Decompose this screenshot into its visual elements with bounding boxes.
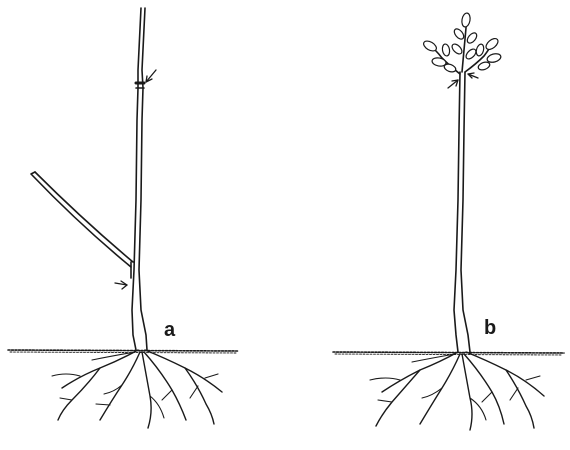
root-system-b	[370, 352, 544, 430]
ground-line-b	[333, 352, 564, 355]
root-system-a	[52, 350, 222, 428]
main-stem-b	[454, 72, 470, 352]
main-stem-a	[132, 8, 147, 350]
ground-line-a	[8, 350, 238, 353]
panel-label-b: b	[484, 317, 496, 339]
cut-arrow-left-b	[448, 80, 458, 88]
panel-label-a: a	[164, 319, 176, 341]
panel-b: b	[333, 12, 564, 430]
side-branch-a	[31, 172, 133, 278]
panel-a: a	[8, 8, 238, 428]
leaves-b	[422, 12, 502, 73]
cut-arrow-top-a	[146, 70, 156, 82]
cut-arrow-right-b	[468, 73, 478, 78]
cut-arrow-branch-a	[115, 281, 127, 289]
